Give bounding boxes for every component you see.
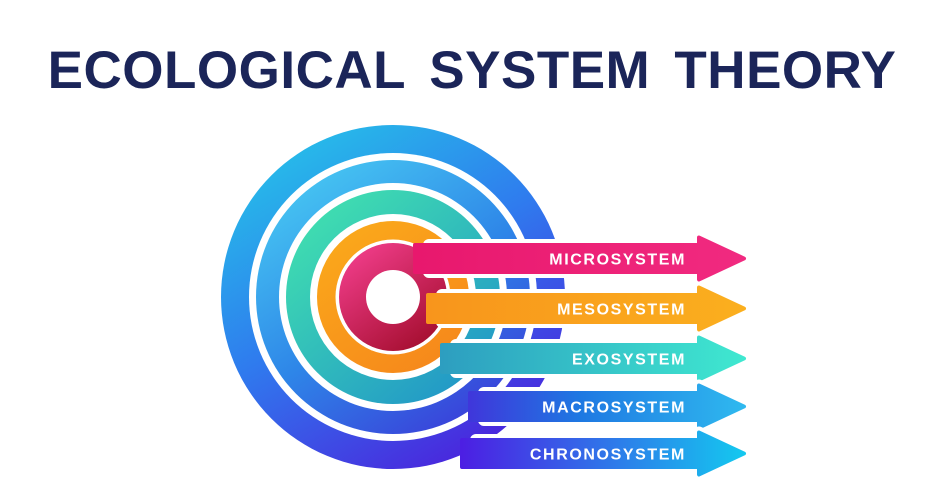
arrow-label-microsystem: MICROSYSTEM (549, 252, 686, 269)
arrow-macrosystem (468, 383, 746, 430)
arrow-label-exosystem: EXOSYSTEM (572, 352, 686, 369)
arrows (413, 231, 750, 481)
arrow-label-chronosystem: CHRONOSYSTEM (530, 447, 686, 464)
center-hole (366, 270, 420, 324)
arrow-chronosystem (460, 430, 746, 477)
arrow-labels: MICROSYSTEM MESOSYSTEM EXOSYSTEM MACROSY… (530, 252, 686, 464)
arrow-microsystem (413, 235, 746, 282)
page-title: ECOLOGICAL SYSTEM THEORY (48, 41, 897, 100)
arrow-label-mesosystem: MESOSYSTEM (557, 302, 686, 319)
arrow-mesosystem (426, 285, 746, 332)
arrow-label-macrosystem: MACROSYSTEM (542, 400, 686, 417)
arrow-exosystem (440, 335, 746, 382)
